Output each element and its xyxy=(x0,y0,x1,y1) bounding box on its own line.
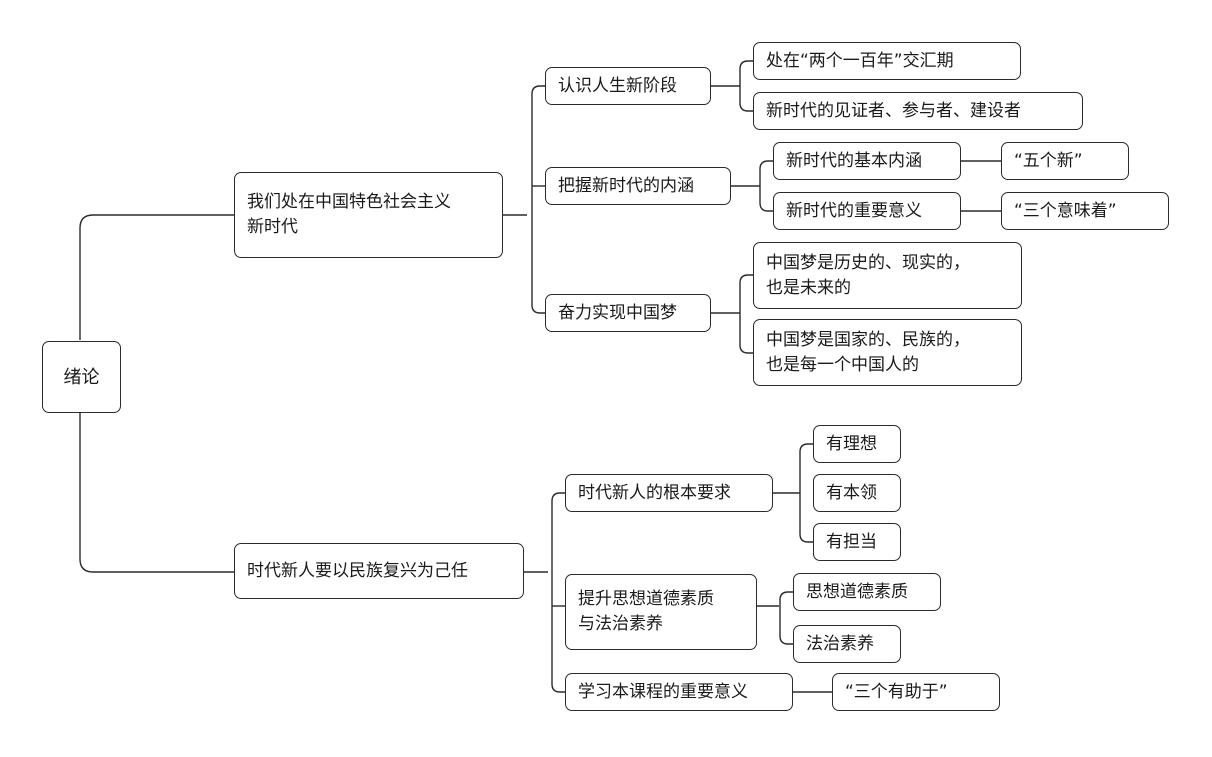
branch-new-generation[interactable]: 时代新人要以民族复兴为己任 xyxy=(234,543,524,599)
leaf-dream-history-reality-future[interactable]: 中国梦是历史的、现实的， 也是未来的 xyxy=(753,242,1022,309)
root-node[interactable]: 绪论 xyxy=(42,341,121,413)
leaf-two-centenary-goals[interactable]: 处在“两个一百年”交汇期 xyxy=(753,42,1021,80)
detail-three-meanings[interactable]: “三个意味着” xyxy=(1001,192,1169,230)
subtopic-basic-requirements[interactable]: 时代新人的根本要求 xyxy=(565,474,773,512)
leaf-moral-quality[interactable]: 思想道德素质 xyxy=(793,573,941,611)
leaf-basic-connotation[interactable]: 新时代的基本内涵 xyxy=(773,142,961,180)
subtopic-moral-legal-literacy[interactable]: 提升思想道德素质 与法治素养 xyxy=(565,574,757,650)
branch-new-era[interactable]: 我们处在中国特色社会主义 新时代 xyxy=(234,172,503,258)
detail-three-helps[interactable]: “三个有助于” xyxy=(832,673,1000,711)
leaf-ability[interactable]: 有本领 xyxy=(813,474,901,512)
subtopic-grasp-new-era[interactable]: 把握新时代的内涵 xyxy=(545,167,731,205)
detail-five-new[interactable]: “五个新” xyxy=(1001,142,1129,180)
subtopic-new-life-stage[interactable]: 认识人生新阶段 xyxy=(545,67,711,105)
subtopic-chinese-dream[interactable]: 奋力实现中国梦 xyxy=(545,294,711,332)
leaf-witness-participant-builder[interactable]: 新时代的见证者、参与者、建设者 xyxy=(753,92,1083,130)
subtopic-course-significance[interactable]: 学习本课程的重要意义 xyxy=(565,673,793,711)
leaf-dream-nation-people[interactable]: 中国梦是国家的、民族的， 也是每一个中国人的 xyxy=(753,319,1022,386)
leaf-responsibility[interactable]: 有担当 xyxy=(813,523,901,561)
leaf-ideals[interactable]: 有理想 xyxy=(813,425,901,463)
leaf-significance[interactable]: 新时代的重要意义 xyxy=(773,192,961,230)
leaf-legal-literacy[interactable]: 法治素养 xyxy=(793,625,901,663)
